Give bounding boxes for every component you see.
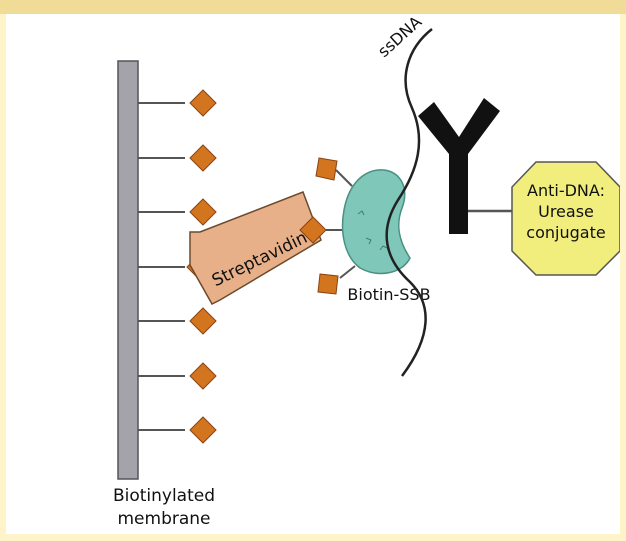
- membrane-label-line-1: Biotinylated: [113, 486, 215, 506]
- biotin-square-ssb-top: [316, 158, 337, 180]
- membrane-bar: [118, 61, 138, 479]
- biotin-diamond-2: [190, 145, 216, 171]
- ssdna-label: ssDNA: [374, 14, 425, 61]
- biotin-diamond-7: [190, 417, 216, 443]
- conjugate-label-line-1: Anti-DNA:: [527, 181, 605, 200]
- diagram-svg: Streptavidin Biotin-SSB ssDNA: [6, 14, 620, 534]
- urease-conjugate: Anti-DNA: Urease conjugate: [512, 162, 620, 275]
- conjugate-label-line-2: Urease: [538, 202, 594, 221]
- membrane-label-line-2: membrane: [117, 509, 210, 529]
- biotin-stems: [138, 103, 185, 430]
- biotin-square-ssb-bottom: [318, 274, 338, 294]
- biotin-diamond-1: [190, 90, 216, 116]
- biotin-diamond-5: [190, 308, 216, 334]
- conjugate-label-line-3: conjugate: [526, 223, 605, 242]
- biotin-diamond-3: [190, 199, 216, 225]
- figure-top-bar: [0, 0, 626, 14]
- biotin-ssb-protein: [343, 170, 410, 274]
- biotin-diamond-6: [190, 363, 216, 389]
- diagram-canvas: Streptavidin Biotin-SSB ssDNA: [6, 14, 620, 534]
- antibody: [418, 98, 513, 234]
